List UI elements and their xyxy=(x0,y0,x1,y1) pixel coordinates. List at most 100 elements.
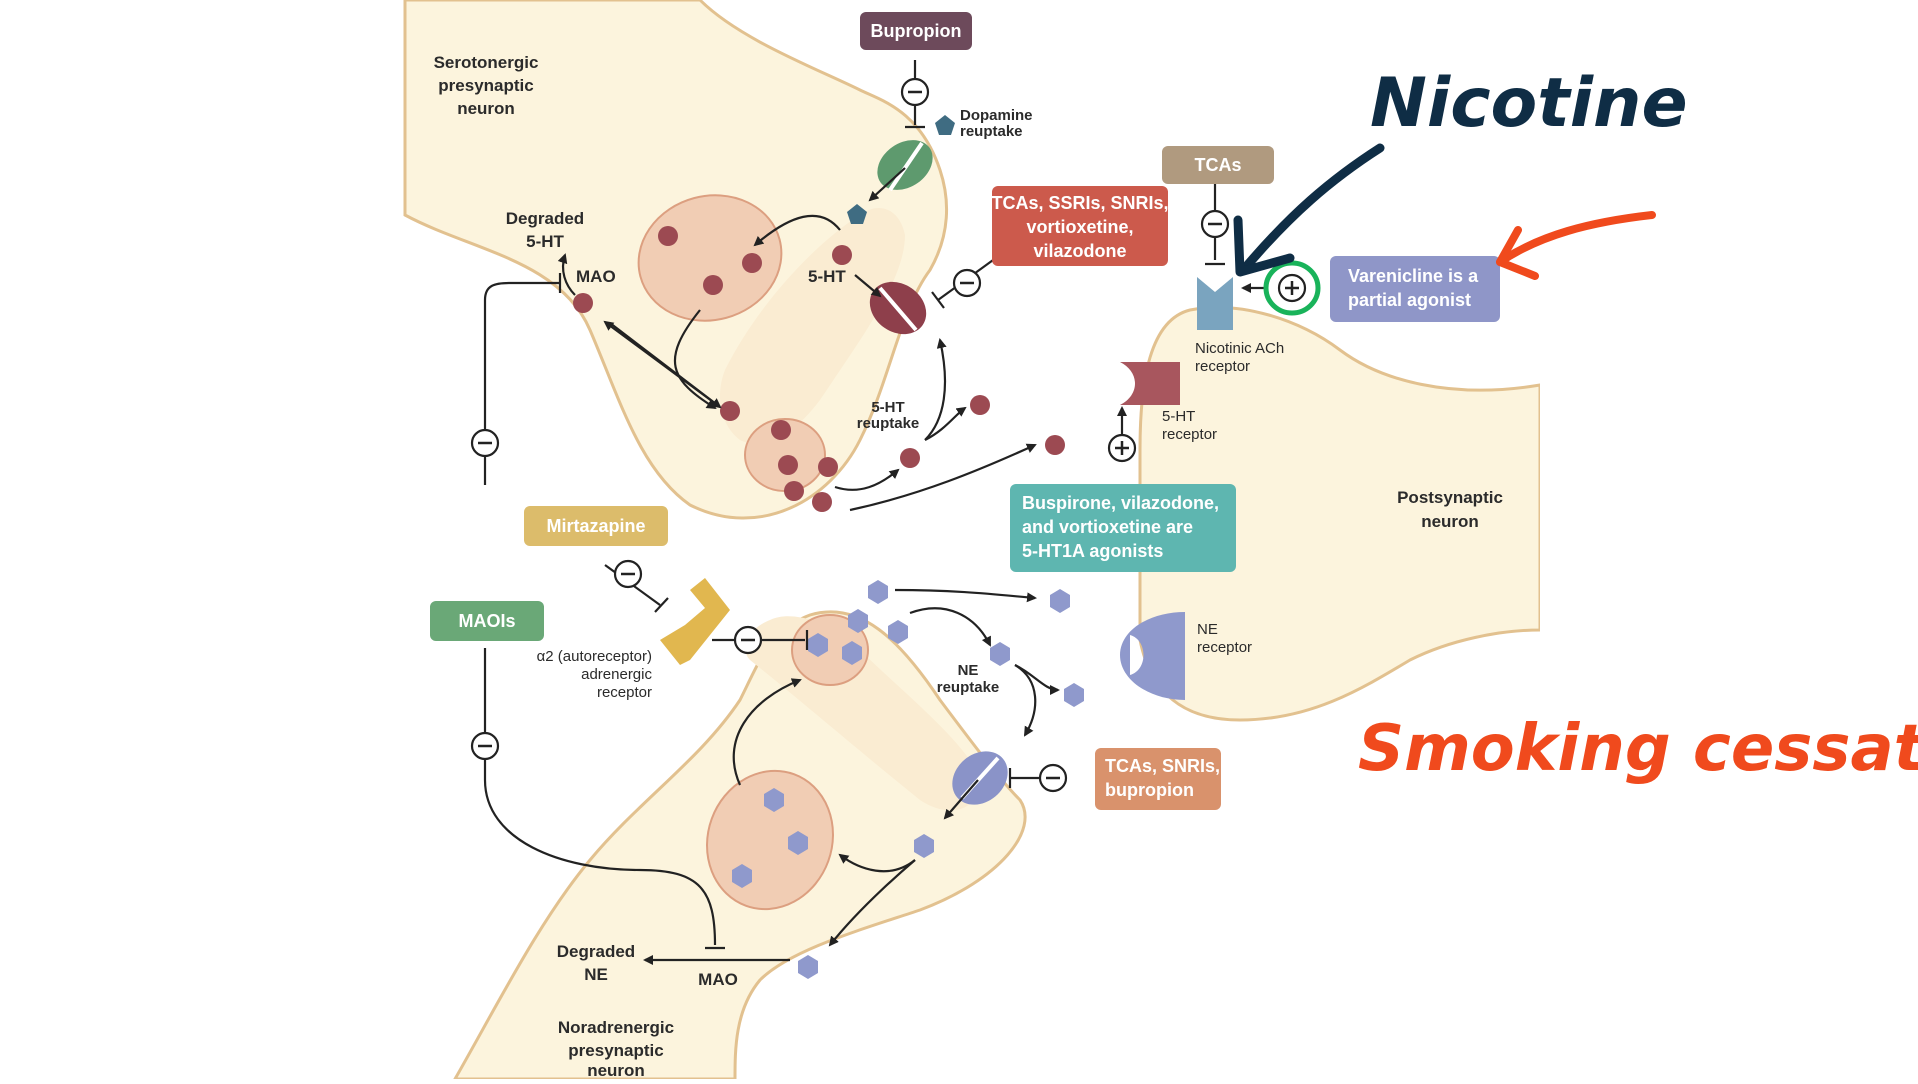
buspirone-line-2: and vortioxetine are xyxy=(1022,517,1193,537)
dopamine-reuptake-label-2: reuptake xyxy=(960,123,1023,140)
dopamine-reuptake-label-1: Dopamine xyxy=(960,107,1033,124)
ne-hex xyxy=(798,955,818,979)
postsynaptic-label-2: neuron xyxy=(1421,512,1479,531)
handwritten-annotations: Nicotine Smoking cessation xyxy=(1233,64,1918,786)
dopamine-molecule xyxy=(847,204,867,224)
5ht-reuptake-label-1: 5-HT xyxy=(871,399,904,416)
ne-hex xyxy=(914,834,934,858)
serotonin-dot xyxy=(573,293,593,313)
ne-reuptake-inhibitors-box xyxy=(1095,748,1221,810)
bupropion-label: Bupropion xyxy=(871,21,962,41)
degraded-5ht-label-2: 5-HT xyxy=(526,232,564,251)
nicotinic-label-1: Nicotinic ACh xyxy=(1195,340,1284,357)
serotonin-dot xyxy=(720,401,740,421)
degraded-ne-label-2: NE xyxy=(584,965,608,984)
ne-hex xyxy=(990,642,1010,666)
buspirone-box xyxy=(1010,484,1236,572)
inhibition-symbols xyxy=(470,77,1307,793)
pathway-arrows xyxy=(483,60,1265,965)
serotonergic-label-2: presynaptic xyxy=(438,76,533,95)
serotonin-dot xyxy=(784,481,804,501)
ne-inhibitors-line-2: bupropion xyxy=(1105,780,1194,800)
mao-top-label: MAO xyxy=(576,267,616,286)
ne-receptor-label-1: NE xyxy=(1197,621,1218,638)
tcas-box-top xyxy=(1162,146,1274,184)
serotonin-dot xyxy=(1045,435,1065,455)
varenicline-arrow xyxy=(1496,211,1656,266)
ne-reuptake-label-2: reuptake xyxy=(937,679,1000,696)
maois-box xyxy=(430,601,544,641)
ne-hex xyxy=(888,620,908,644)
serotonergic-label-1: Serotonergic xyxy=(434,53,539,72)
ne-inhibitors-line-1: TCAs, SNRIs, xyxy=(1105,756,1220,776)
serotonin-dot xyxy=(818,457,838,477)
ne-hex xyxy=(764,788,784,812)
5ht-reuptake-label-2: reuptake xyxy=(857,415,920,432)
ne-reuptake-label-1: NE xyxy=(958,662,979,679)
serotonergic-axon xyxy=(720,207,905,444)
nicotinic-receptor xyxy=(1197,277,1233,330)
ne-hex xyxy=(1050,589,1070,613)
serotonergic-label-3: neuron xyxy=(457,99,515,118)
serotonin-dot xyxy=(812,492,832,512)
ne-hex xyxy=(848,609,868,633)
serotonin-dot xyxy=(970,395,990,415)
alpha2-label-2: adrenergic xyxy=(581,666,652,683)
maois-label: MAOIs xyxy=(458,611,515,631)
ne-hex xyxy=(732,864,752,888)
reuptake-inhibitors-line-2: vortioxetine, xyxy=(1026,217,1133,237)
serotonin-dot xyxy=(658,226,678,246)
serotonin-dot xyxy=(832,245,852,265)
nicotine-annotation: Nicotine xyxy=(1370,64,1688,143)
vesicle-ne-1 xyxy=(791,614,869,686)
serotonin-dot xyxy=(778,455,798,475)
ne-receptor xyxy=(1120,612,1185,700)
5ht-receptor xyxy=(1120,362,1180,405)
bupropion-box xyxy=(860,12,972,50)
noradrenergic-label-2: presynaptic xyxy=(568,1041,663,1060)
noradrenergic-label-3: neuron xyxy=(587,1061,645,1079)
ne-hex xyxy=(808,633,828,657)
ne-hex xyxy=(788,831,808,855)
ne-hex xyxy=(842,641,862,665)
labels: Serotonergic presynaptic neuron Degraded… xyxy=(434,53,1503,1080)
degraded-5ht-label-1: Degraded xyxy=(506,209,584,228)
reuptake-inhibitors-line-3: vilazodone xyxy=(1033,241,1126,261)
serotonin-molecules xyxy=(573,226,1065,512)
serotonin-dot xyxy=(900,448,920,468)
mirtazapine-box xyxy=(524,506,668,546)
varenicline-line-1: Varenicline is a xyxy=(1348,266,1479,286)
varenicline-box xyxy=(1330,256,1500,322)
noradrenergic-label-1: Noradrenergic xyxy=(558,1018,674,1037)
buspirone-line-1: Buspirone, vilazodone, xyxy=(1022,493,1219,513)
dopamine-molecule xyxy=(935,115,955,135)
smoking-cessation-annotation: Smoking cessation xyxy=(1358,712,1918,786)
alpha2-label-3: receptor xyxy=(597,684,652,701)
serotonin-dot xyxy=(703,275,723,295)
vesicle-5ht-1 xyxy=(637,194,783,322)
alpha2-label-1: α2 (autoreceptor) xyxy=(537,648,652,665)
degraded-ne-label-1: Degraded xyxy=(557,942,635,961)
mao-bottom-label: MAO xyxy=(698,970,738,989)
nicotinic-label-2: receptor xyxy=(1195,358,1250,375)
serotonin-dot xyxy=(771,420,791,440)
ne-receptor-label-2: receptor xyxy=(1197,639,1252,656)
nicotine-arrow xyxy=(1240,143,1385,273)
ne-hex xyxy=(1064,683,1084,707)
5ht-receptor-label-2: receptor xyxy=(1162,426,1217,443)
5ht-label: 5-HT xyxy=(808,267,846,286)
varenicline-line-2: partial agonist xyxy=(1348,290,1471,310)
reuptake-inhibitors-line-1: TCAs, SSRIs, SNRIs, xyxy=(991,193,1168,213)
highlight-circle xyxy=(1263,260,1321,316)
norepinephrine-molecules xyxy=(732,580,1084,979)
serotonin-dot xyxy=(742,253,762,273)
postsynaptic-label-1: Postsynaptic xyxy=(1397,488,1503,507)
ne-hex xyxy=(868,580,888,604)
tcas-top-label: TCAs xyxy=(1194,155,1241,175)
5ht-receptor-label-1: 5-HT xyxy=(1162,408,1195,425)
alpha2-receptor xyxy=(660,578,730,665)
mirtazapine-label: Mirtazapine xyxy=(546,516,645,536)
buspirone-line-3: 5-HT1A agonists xyxy=(1022,541,1163,561)
